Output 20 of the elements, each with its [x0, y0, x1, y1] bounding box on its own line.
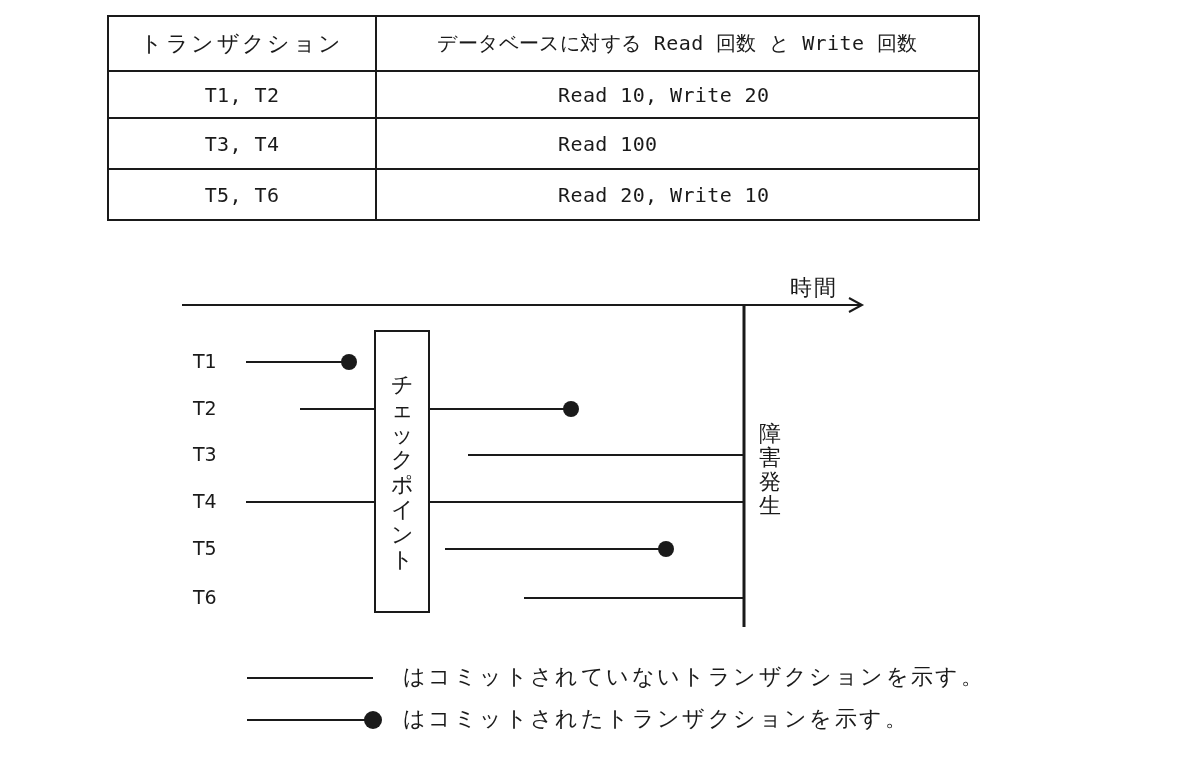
transaction-label: T5 [193, 539, 217, 558]
checkpoint-box [374, 330, 430, 613]
transaction-label: T3 [193, 445, 217, 464]
transaction-label: T2 [193, 399, 217, 418]
axis-label: 時間 [790, 277, 839, 299]
transaction-label: T4 [193, 492, 217, 511]
column-header: トランザクション [108, 16, 376, 71]
transaction-label: T6 [193, 588, 217, 607]
transaction-label: T1 [193, 352, 217, 371]
table-cell: T1, T2 [108, 71, 376, 118]
table-cell: T5, T6 [108, 169, 376, 220]
failure-label: 障害発生 [758, 422, 782, 518]
table-cell: T3, T4 [108, 118, 376, 169]
table-cell: Read 10, Write 20 [376, 71, 979, 118]
table-cell: Read 20, Write 10 [376, 169, 979, 220]
column-header: データベースに対する Read 回数 と Write 回数 [376, 16, 979, 71]
legend-text: はコミットされたトランザクションを示す。 [403, 708, 909, 730]
table-cell: Read 100 [376, 118, 979, 169]
legend-text: はコミットされていないトランザクションを示す。 [403, 666, 986, 688]
checkpoint-label: チェックポイント [390, 371, 414, 572]
